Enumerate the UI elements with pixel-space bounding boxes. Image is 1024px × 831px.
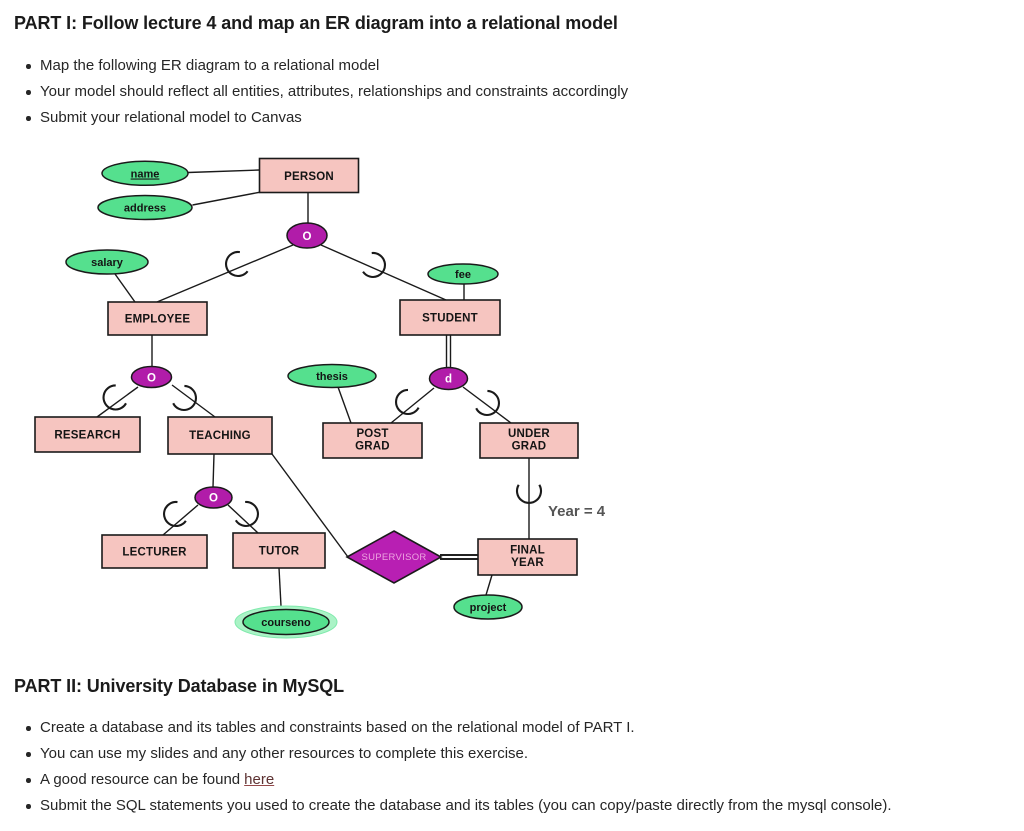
attribute-fee: [427, 263, 499, 285]
circle-d-student: [428, 366, 469, 391]
subset-arc: [475, 389, 500, 417]
entity-tutor: [232, 532, 326, 569]
entity-student-label: STUDENT: [422, 313, 478, 325]
entity-research: [34, 416, 141, 453]
entity-employee-label: EMPLOYEE: [125, 314, 191, 326]
subset-arc: [515, 484, 543, 504]
entity-finalyear: [477, 538, 578, 576]
subset-arc: [225, 250, 249, 278]
circle-o-teaching-label: O: [209, 493, 218, 505]
attribute-thesis-label: thesis: [316, 371, 348, 383]
entity-finalyear-label: FINAL: [510, 545, 545, 557]
entity-postgrad-label: GRAD: [355, 441, 390, 453]
circle-o-person-label: O: [303, 231, 312, 243]
subset-arcs: [102, 250, 543, 528]
line-d-postgrad: [390, 387, 435, 424]
circle-o-employee: [130, 365, 173, 389]
line-tutor-courseno: [278, 567, 282, 607]
line-teaching-circle: [212, 453, 215, 488]
part1-bullet-1: Map the following ER diagram to a relati…: [14, 53, 628, 79]
attribute-thesis: [287, 363, 377, 389]
attribute-salary-label: salary: [91, 257, 124, 269]
part2-bullet-2: You can use my slides and any other reso…: [14, 741, 892, 767]
entity-tutor-label: TUTOR: [259, 546, 300, 558]
part2-bullet-1: Create a database and its tables and con…: [14, 715, 892, 741]
diagram-labels: name address salary fee thesis courseno …: [54, 169, 605, 630]
year-annotation: Year = 4: [548, 503, 606, 520]
subset-arc: [102, 384, 127, 411]
attribute-name-label: name: [131, 169, 160, 181]
attribute-project-label: project: [470, 602, 507, 614]
part2-bullet-list: Create a database and its tables and con…: [14, 715, 892, 819]
line-circle-research: [96, 386, 139, 418]
attribute-courseno: [242, 608, 330, 636]
line-teaching-supervisor: [271, 453, 349, 558]
entity-postgrad: [322, 422, 423, 459]
attribute-address: [97, 194, 193, 221]
attribute-fee-label: fee: [455, 269, 471, 281]
attributes: [65, 160, 523, 639]
line-address-person: [192, 191, 262, 206]
entity-finalyear-label: YEAR: [511, 557, 544, 569]
line-name-person: [187, 169, 260, 174]
circle-o-employee-label: O: [147, 373, 156, 385]
attribute-name: [101, 160, 189, 187]
subset-arc: [234, 500, 260, 527]
part1-heading: PART I: Follow lecture 4 and map an ER d…: [14, 13, 618, 33]
entity-undergrad-label: UNDER: [508, 428, 550, 440]
line-circle-employee: [156, 244, 294, 303]
entity-undergrad: [479, 422, 579, 459]
part2-heading: PART II: University Database in MySQL: [14, 676, 345, 696]
line-circle-tutor: [227, 504, 259, 534]
part1-bullet-3: Submit your relational model to Canvas: [14, 105, 628, 131]
subset-arc: [172, 384, 197, 412]
entity-postgrad-label: POST: [356, 428, 388, 440]
entity-person-label: PERSON: [284, 171, 334, 183]
part2-bullet-4: Submit the SQL statements you used to cr…: [14, 793, 892, 819]
relationship-supervisor: [345, 530, 443, 584]
line-thesis-postgrad: [337, 386, 352, 424]
line-circle-lecturer: [162, 504, 199, 536]
part2-bullet-3-text: A good resource can be found: [40, 771, 241, 788]
entity-lecturer-label: LECTURER: [122, 547, 187, 559]
circle-d-student-label: d: [445, 374, 452, 386]
entity-employee: [107, 301, 208, 336]
line-circle-teaching: [171, 384, 216, 418]
entity-lecturer: [101, 534, 208, 569]
circle-o-person: [286, 222, 328, 249]
line-finalyear-project: [485, 574, 493, 596]
er-diagram: name address salary fee thesis courseno …: [34, 157, 606, 639]
subset-arc: [163, 501, 187, 528]
specialization-circles: [130, 222, 469, 509]
attribute-address-label: address: [124, 203, 166, 215]
entities: [34, 157, 579, 576]
attribute-project: [453, 594, 523, 620]
relationship-supervisor-label: SUPERVISOR: [361, 552, 426, 563]
entity-teaching-label: TEACHING: [189, 430, 251, 442]
attribute-courseno-label: courseno: [261, 617, 311, 629]
subset-arc: [362, 251, 387, 279]
part1-bullet-list: Map the following ER diagram to a relati…: [14, 53, 628, 131]
entity-undergrad-label: GRAD: [512, 441, 547, 453]
part1-bullet-2: Your model should reflect all entities, …: [14, 79, 628, 105]
entity-research-label: RESEARCH: [54, 430, 120, 442]
attribute-salary: [65, 249, 149, 275]
entity-student: [399, 299, 501, 336]
line-salary-employee: [114, 273, 136, 303]
entity-person: [258, 157, 360, 194]
entity-teaching: [167, 416, 273, 455]
resource-link[interactable]: here: [244, 771, 275, 788]
subset-arc: [395, 388, 420, 415]
circle-o-teaching: [194, 486, 233, 509]
line-d-undergrad: [462, 386, 512, 424]
